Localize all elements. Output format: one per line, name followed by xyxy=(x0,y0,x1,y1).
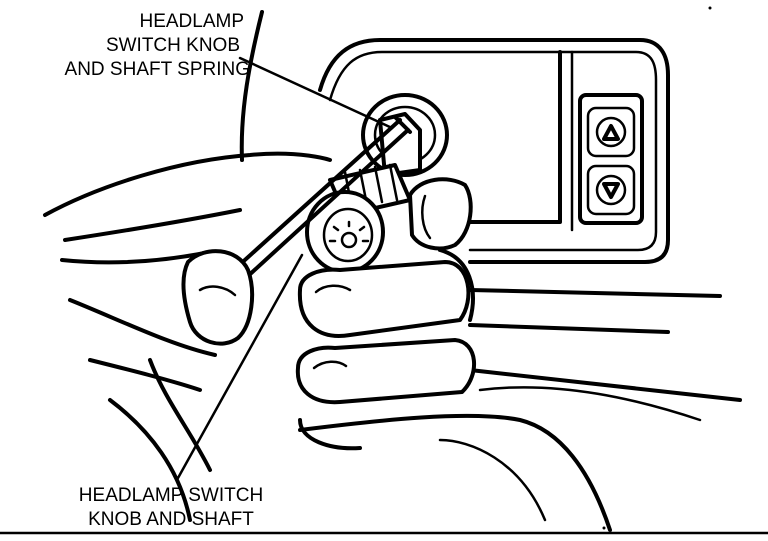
label-line: AND SHAFT SPRING xyxy=(64,59,250,80)
dashboard-panel xyxy=(239,10,742,532)
triangle-up-icon xyxy=(602,124,620,141)
leader-top xyxy=(238,56,394,130)
label-line: HEADLAMP xyxy=(139,11,244,32)
sun-lamp-icon xyxy=(328,220,370,249)
leader-lines xyxy=(176,56,394,480)
triangle-down-icon xyxy=(602,182,620,199)
release-tool xyxy=(234,116,412,278)
label-line: KNOB AND SHAFT xyxy=(88,509,254,530)
up-button[interactable] xyxy=(586,106,636,158)
down-button[interactable] xyxy=(586,164,636,216)
label-switch-knob-and-shaft: HEADLAMP SWITCH KNOB AND SHAFT xyxy=(40,484,302,532)
left-hand xyxy=(43,151,332,522)
right-hand xyxy=(295,248,477,451)
label-switch-knob-shaft-spring: HEADLAMP SWITCH KNOB AND SHAFT SPRING xyxy=(0,10,250,82)
label-line: HEADLAMP SWITCH xyxy=(78,485,264,506)
label-line: SWITCH KNOB xyxy=(105,35,240,56)
leader-bottom xyxy=(176,253,304,480)
dimmer-switch-module xyxy=(578,93,644,225)
